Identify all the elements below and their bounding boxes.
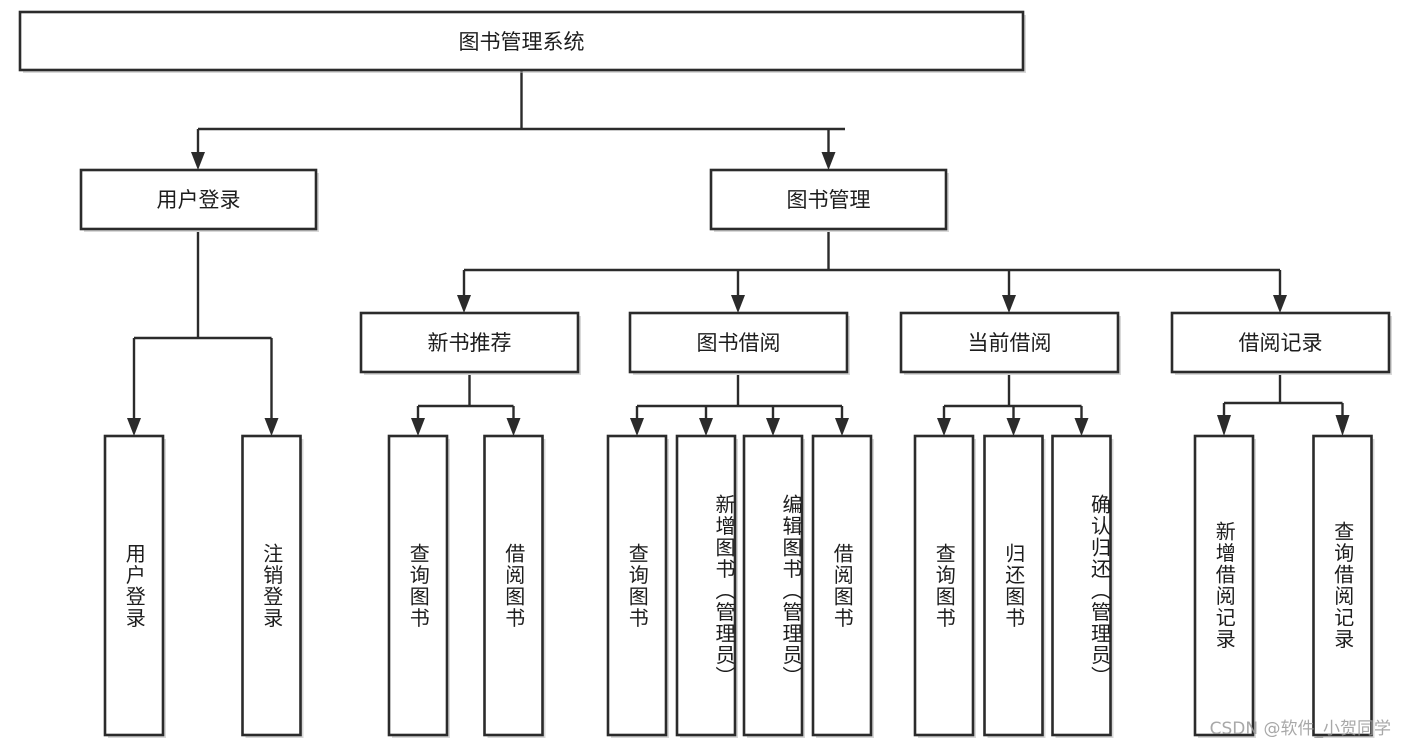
user-login-label: 用户登录 <box>157 188 241 212</box>
node-new-book[interactable]: 新书推荐 <box>359 311 581 375</box>
arrowhead-book-borrow <box>731 295 745 313</box>
book-manage-label: 图书管理 <box>787 188 871 212</box>
book-manage-box[interactable] <box>709 168 948 231</box>
arrowhead-bb-2 <box>699 418 713 436</box>
user-login-box[interactable] <box>79 168 318 231</box>
arrowhead-br-2 <box>1335 415 1350 436</box>
leaf-box-bb-borrow-book[interactable] <box>811 434 873 737</box>
edges-root-to-level2 <box>191 70 845 170</box>
leaf-box-user-login[interactable] <box>103 434 165 737</box>
root-box[interactable] <box>18 10 1025 72</box>
arrowhead-nb-borrow <box>506 418 521 436</box>
arrowhead-bb-1 <box>630 418 644 436</box>
node-root[interactable]: 图书管理系统 <box>18 10 1026 73</box>
borrow-record-box[interactable] <box>1170 311 1391 374</box>
book-borrow-label: 图书借阅 <box>697 331 781 355</box>
arrowhead-leaf-user-login <box>127 418 141 436</box>
watermark-text: CSDN @软件_小贺同学 <box>1209 719 1391 739</box>
arrowhead-bb-4 <box>835 418 849 436</box>
arrowhead-user-login <box>191 152 205 170</box>
leaf-box-bb-edit-book[interactable] <box>742 434 804 737</box>
edges-currentborrow-to-leaves <box>937 375 1089 436</box>
edges-bookborrow-to-leaves <box>630 375 849 436</box>
leaf-box-br-add-record[interactable] <box>1193 434 1255 737</box>
leaf-box-cb-confirm-return[interactable] <box>1051 434 1112 737</box>
new-book-label: 新书推荐 <box>428 331 512 355</box>
edges-borrowrecord-to-leaves <box>1217 375 1350 436</box>
borrow-record-label: 借阅记录 <box>1239 331 1323 355</box>
node-book-borrow[interactable]: 图书借阅 <box>628 311 850 375</box>
node-current-borrow[interactable]: 当前借阅 <box>899 311 1121 375</box>
leaf-box-cb-return-book[interactable] <box>983 434 1044 737</box>
current-borrow-box[interactable] <box>899 311 1120 374</box>
book-borrow-box[interactable] <box>628 311 849 374</box>
arrowhead-borrow-record <box>1273 295 1287 313</box>
arrowhead-current-borrow <box>1002 295 1016 313</box>
edges-newbook-to-leaves <box>411 375 521 436</box>
arrowhead-book-manage <box>821 152 836 170</box>
node-borrow-record[interactable]: 借阅记录 <box>1170 311 1392 375</box>
arrowhead-leaf-logout <box>264 418 279 436</box>
arrowhead-bb-3 <box>766 418 780 436</box>
arrowhead-cb-3 <box>1074 418 1089 436</box>
arrowhead-br-1 <box>1217 415 1231 436</box>
new-book-box[interactable] <box>359 311 580 374</box>
leaf-box-bb-query-book[interactable] <box>606 434 668 737</box>
node-user-login[interactable]: 用户登录 <box>79 168 319 232</box>
leaf-box-cb-query-book[interactable] <box>913 434 975 737</box>
arrowhead-nb-query <box>411 418 425 436</box>
leaf-boxes <box>103 434 1375 738</box>
leaf-box-logout[interactable] <box>241 434 302 737</box>
leaf-box-nb-borrow-book[interactable] <box>483 434 544 737</box>
edges-bookmanage-to-level3 <box>457 232 1287 313</box>
leaf-box-br-query-record[interactable] <box>1312 434 1373 737</box>
node-book-manage[interactable]: 图书管理 <box>709 168 949 232</box>
arrowhead-cb-2 <box>1006 418 1021 436</box>
leaf-box-nb-query-book[interactable] <box>387 434 449 737</box>
arrowhead-cb-1 <box>937 418 951 436</box>
root-label: 图书管理系统 <box>459 30 585 54</box>
leaf-box-bb-add-book[interactable] <box>675 434 737 737</box>
current-borrow-label: 当前借阅 <box>968 331 1052 355</box>
arrowhead-new-book <box>457 295 471 313</box>
edges-userlogin-to-leaves <box>127 232 279 436</box>
